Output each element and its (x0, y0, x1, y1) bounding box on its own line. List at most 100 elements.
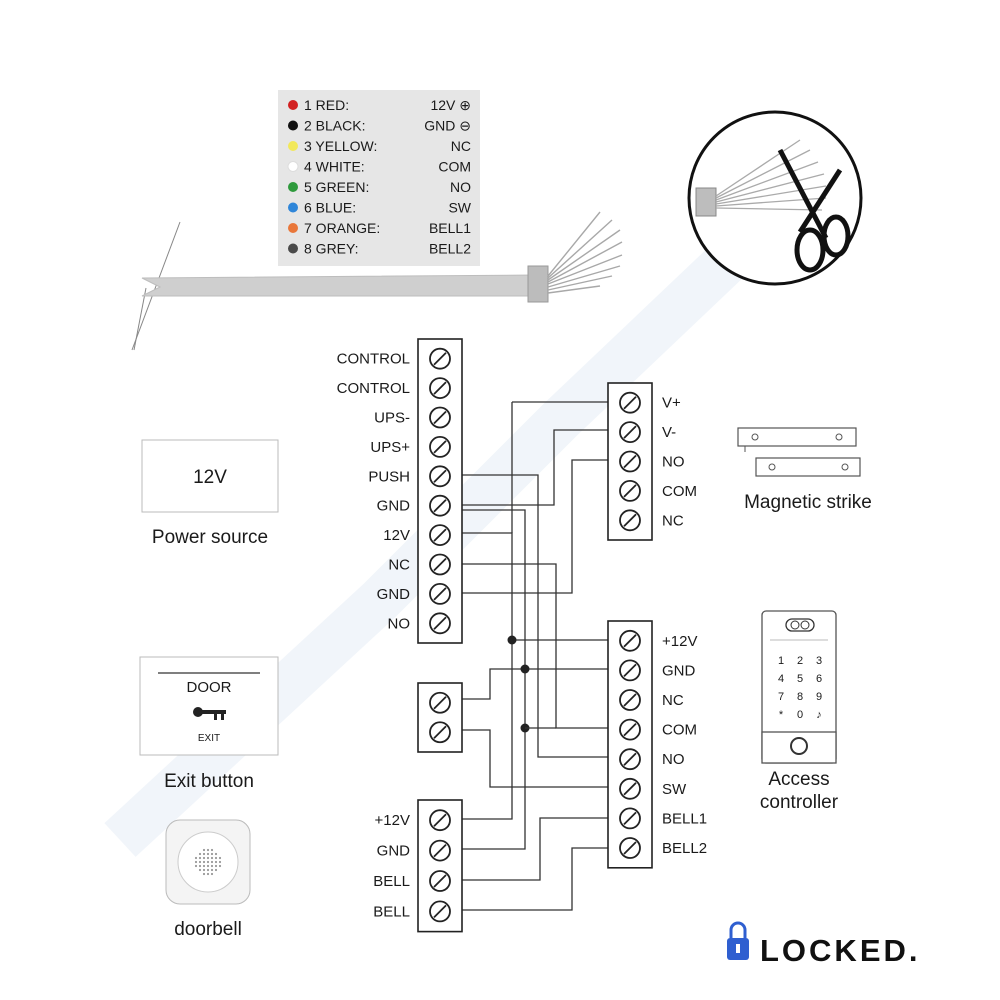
wire-legend-value: SW (448, 200, 471, 216)
terminal-screw-icon (619, 450, 641, 473)
exit-button-caption: Exit button (164, 771, 254, 792)
keypad-key: 6 (816, 673, 822, 685)
wire-legend-label: 8 GREY: (304, 241, 358, 257)
terminal-screw-icon (429, 553, 451, 576)
wire-color-swatch (288, 223, 298, 233)
terminal-label: BELL (373, 903, 410, 920)
wire-legend-value: NC (451, 138, 471, 154)
padlock-icon (727, 921, 749, 960)
terminal-label: +12V (662, 633, 697, 650)
terminal-label: GND (662, 662, 696, 679)
wire-legend-label: 7 ORANGE: (304, 220, 380, 236)
exit-button-sub: EXIT (198, 733, 220, 744)
fingerprint-sensor-icon (790, 737, 808, 755)
wire-12v-doorbell (462, 532, 513, 820)
wire-exit-1 (462, 668, 525, 700)
terminal-screw-icon (619, 689, 641, 711)
terminal-label: UPS+ (370, 439, 410, 456)
terminal-label: NO (388, 615, 411, 632)
power-source-value: 12V (193, 467, 227, 488)
cable-end (695, 187, 717, 217)
key-icon (193, 707, 226, 720)
terminal-screw-icon (429, 347, 451, 370)
terminal-screw-icon (429, 691, 451, 714)
terminal-label: NC (388, 557, 410, 574)
terminal-screw-icon (619, 479, 641, 502)
terminal-label: NC (662, 692, 684, 709)
wire-legend-value: BELL1 (429, 220, 471, 236)
terminal-label: NO (662, 454, 685, 471)
power-source: 12V Power source (141, 439, 279, 548)
terminal-label: 12V (383, 527, 410, 544)
wire-legend-value: NO (450, 179, 471, 195)
terminal-label: COM (662, 722, 697, 739)
wire-legend-value: COM (438, 159, 471, 175)
wire-color-swatch (288, 141, 298, 151)
junction-dot (507, 635, 517, 645)
terminal-screw-icon (429, 524, 451, 546)
magnetic-strike-device: Magnetic strike (737, 427, 872, 513)
terminal-screw-icon (619, 718, 641, 741)
wire-color-swatch (287, 161, 299, 172)
strike-armature (755, 457, 861, 477)
terminal-screw-icon (429, 870, 451, 892)
wire-color-legend: 1 RED:12V ⊕2 BLACK:GND ⊖3 YELLOW:NC4 WHI… (278, 90, 480, 266)
wire-legend-label: 3 YELLOW: (304, 138, 377, 154)
access-controller-caption-2: controller (760, 792, 839, 813)
connection-wires (462, 401, 612, 911)
terminal-label: UPS- (374, 410, 410, 427)
wire-bell2 (462, 847, 612, 911)
keypad-key: 3 (816, 655, 822, 667)
terminal-label: V- (662, 424, 676, 441)
terminal-label: GND (377, 498, 411, 515)
keypad-key: 0 (797, 709, 803, 721)
terminal-label: CONTROL (337, 351, 410, 368)
terminal-screw-icon (619, 421, 641, 444)
wire-color-swatch (288, 120, 298, 131)
terminal-screw-icon (619, 748, 641, 771)
terminal-screw-icon (619, 509, 641, 532)
magnetic-strike-caption: Magnetic strike (744, 492, 872, 513)
keypad-key: 9 (816, 691, 822, 703)
wire-gnd-doorbell (462, 509, 526, 850)
exit-terminal-block (417, 682, 463, 753)
terminal-label: GND (377, 843, 411, 860)
power-source-caption: Power source (152, 527, 268, 548)
wire-legend-label: 4 WHITE: (304, 159, 365, 175)
terminal-screw-icon (619, 659, 641, 682)
wire-color-swatch (288, 202, 298, 213)
wire-fan (547, 211, 623, 294)
terminal-screw-icon (429, 839, 451, 862)
terminal-screw-icon (619, 391, 641, 414)
keypad-key: 1 (778, 655, 784, 667)
keypad-key: 2 (797, 655, 803, 667)
wire-color-swatch (288, 100, 298, 110)
terminal-label: NO (662, 751, 685, 768)
terminal-label: PUSH (368, 468, 410, 485)
wire-color-swatch (288, 182, 298, 192)
terminal-screw-icon (619, 777, 641, 800)
keypad-key: 5 (797, 673, 803, 685)
cut-wires-illustration (687, 110, 863, 286)
terminal-label: COM (662, 483, 697, 500)
speaker-grille-icon (194, 848, 222, 876)
wire-legend-label: 2 BLACK: (304, 118, 365, 134)
terminal-label: GND (377, 586, 411, 603)
wire-exit-2 (462, 729, 612, 788)
terminal-screw-icon (429, 612, 451, 635)
doorbell-caption: doorbell (174, 919, 242, 940)
terminal-screw-icon (619, 629, 641, 652)
terminal-block-housing (607, 620, 653, 869)
keypad-key: 7 (778, 691, 784, 703)
terminal-label: BELL2 (662, 840, 707, 857)
wire-bell1 (462, 817, 612, 881)
terminal-label: NC (662, 512, 684, 529)
terminal-screw-icon (429, 406, 451, 429)
power-source-box (141, 439, 279, 513)
